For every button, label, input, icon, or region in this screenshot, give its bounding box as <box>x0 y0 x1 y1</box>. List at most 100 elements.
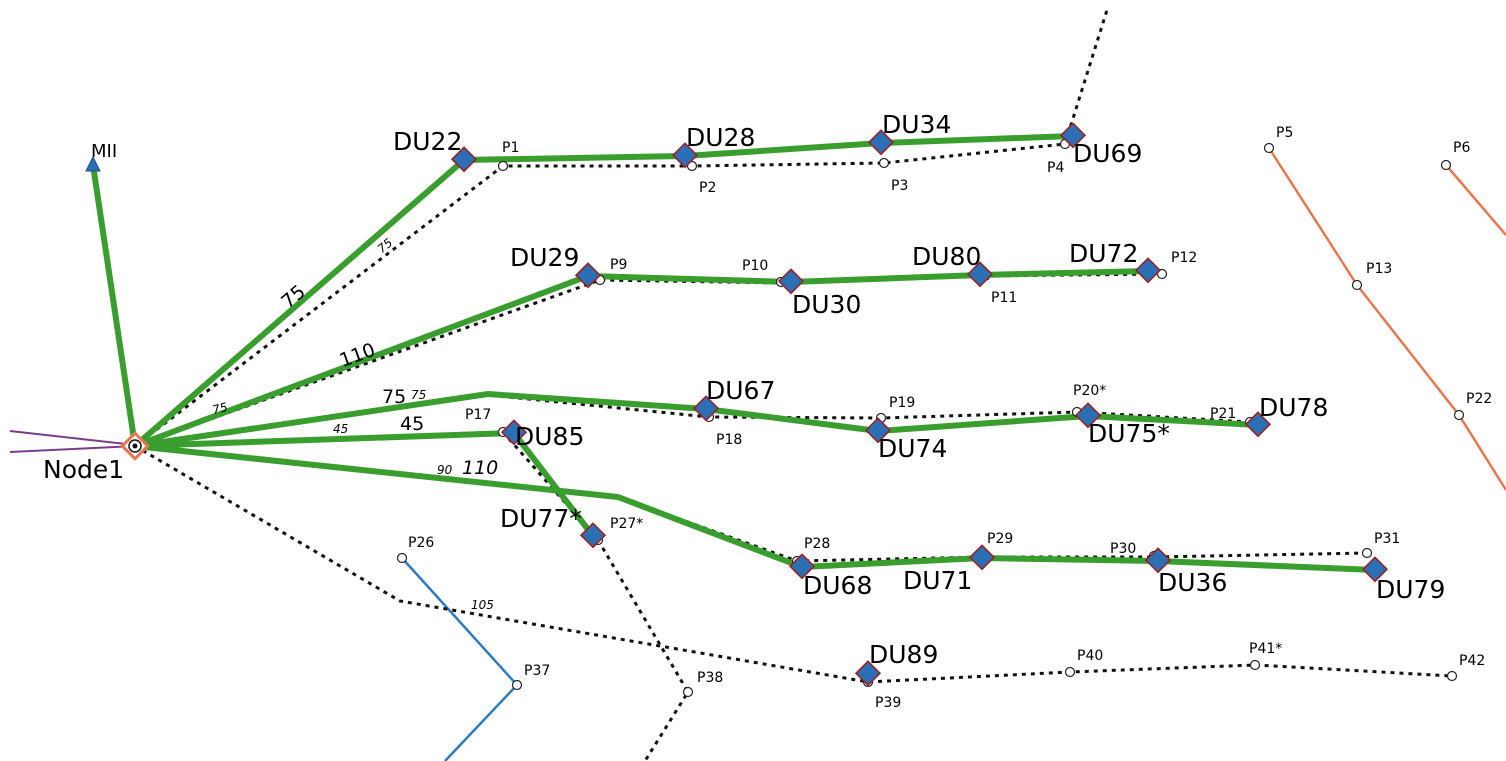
point-marker[interactable] <box>1156 268 1168 280</box>
point-label: P40 <box>1077 648 1103 664</box>
du-label: DU30 <box>792 290 861 319</box>
du-label: DU77* <box>500 504 582 533</box>
point-marker[interactable] <box>1351 279 1363 291</box>
du-marker[interactable] <box>1361 556 1389 583</box>
point-marker[interactable] <box>1446 670 1458 682</box>
point-label: P39 <box>875 695 901 711</box>
length-label: 75 <box>277 281 310 313</box>
du-label: DU71 <box>903 566 972 595</box>
point-label: P17 <box>465 407 491 423</box>
point-label: P26 <box>408 535 434 551</box>
point-label: P13 <box>1366 261 1392 277</box>
length-label: 110 <box>462 457 498 479</box>
du-marker[interactable] <box>1059 122 1087 149</box>
du-marker[interactable] <box>500 419 528 446</box>
point-label: P1 <box>502 140 519 156</box>
point-marker[interactable] <box>1453 409 1465 421</box>
du-marker[interactable] <box>692 395 720 422</box>
du-label: DU34 <box>882 110 951 139</box>
point-labels: P1 P2 P3 P4 P5 P6 P9 P10 P11 P12 P13 P17… <box>408 125 1492 711</box>
point-marker[interactable] <box>1263 142 1275 154</box>
length-label: 105 <box>471 598 494 612</box>
length-label: 110 <box>337 339 379 372</box>
du-label: DU28 <box>686 123 755 152</box>
point-marker[interactable] <box>878 157 890 169</box>
point-label: P12 <box>1171 250 1197 266</box>
point-label: P37 <box>524 663 550 679</box>
point-label: P30 <box>1110 541 1136 557</box>
du-label: DU29 <box>510 243 579 272</box>
feeder-label: MII <box>91 141 117 162</box>
length-label: 75 <box>382 386 406 408</box>
point-marker[interactable] <box>682 686 694 698</box>
du-label: DU68 <box>803 571 872 600</box>
point-marker[interactable] <box>1249 659 1261 671</box>
point-label: P2 <box>699 180 716 196</box>
point-label: P9 <box>610 257 627 273</box>
du-marker[interactable] <box>1134 257 1162 284</box>
point-label: P3 <box>891 178 908 194</box>
cable-length-labels: 75 75 110 75 75 75 45 45 110 90 105 <box>211 235 498 612</box>
du-marker[interactable] <box>788 553 816 580</box>
du-marker[interactable] <box>867 129 895 156</box>
du-labels: DU22 DU28 DU34 DU69 DU29 DU30 DU80 DU72 … <box>393 110 1445 669</box>
point-marker[interactable] <box>1361 547 1373 559</box>
du-markers <box>450 122 1389 687</box>
point-label: P19 <box>889 395 915 411</box>
du-label: DU75* <box>1088 419 1170 448</box>
point-marker[interactable] <box>396 552 408 564</box>
du-marker[interactable] <box>574 262 602 289</box>
du-label: DU72 <box>1069 239 1138 268</box>
du-label: DU67 <box>706 376 775 405</box>
du-marker[interactable] <box>864 417 892 444</box>
du-label: DU69 <box>1073 139 1142 168</box>
point-marker[interactable] <box>511 679 523 691</box>
du-marker[interactable] <box>579 522 607 549</box>
point-label: P22 <box>1466 391 1492 407</box>
length-label: 75 <box>411 388 426 402</box>
point-label: P29 <box>987 531 1013 547</box>
node1-marker[interactable] <box>120 431 150 461</box>
length-label: 90 <box>437 463 453 477</box>
length-label: 75 <box>211 400 229 417</box>
point-label: P27* <box>610 516 643 532</box>
du-label: DU79 <box>1376 575 1445 604</box>
point-label: P5 <box>1276 125 1293 141</box>
point-label: P20* <box>1073 383 1106 399</box>
point-marker[interactable] <box>1440 159 1452 171</box>
triangle-marker-icon[interactable] <box>85 155 101 172</box>
du-marker[interactable] <box>1144 547 1172 574</box>
du-marker[interactable] <box>777 268 805 295</box>
du-label: DU80 <box>912 242 981 271</box>
point-label: P18 <box>716 432 742 448</box>
point-marker[interactable] <box>1064 666 1076 678</box>
point-label: P38 <box>697 670 723 686</box>
point-label: P6 <box>1453 140 1470 156</box>
node-label: Node1 <box>43 455 124 484</box>
purple-lines <box>9 430 136 453</box>
point-marker[interactable] <box>686 160 698 172</box>
point-label: P11 <box>991 290 1017 306</box>
du-marker[interactable] <box>1244 411 1272 438</box>
point-marker[interactable] <box>497 160 509 172</box>
du-label: DU36 <box>1158 568 1227 597</box>
du-label: DU89 <box>869 640 938 669</box>
du-marker[interactable] <box>671 142 699 169</box>
orange-lines <box>1267 147 1506 491</box>
du-marker[interactable] <box>450 146 478 173</box>
du-marker[interactable] <box>966 261 994 288</box>
du-label: DU74 <box>878 434 947 463</box>
du-marker[interactable] <box>968 544 996 571</box>
point-label: P10 <box>742 258 768 274</box>
du-marker[interactable] <box>1074 402 1102 429</box>
blue-line <box>401 557 519 761</box>
point-label: P31 <box>1374 531 1400 547</box>
point-label: P42 <box>1459 653 1485 669</box>
du-label: DU22 <box>393 127 462 156</box>
point-label: P21 <box>1210 406 1236 422</box>
point-label: P41* <box>1249 641 1282 657</box>
du-label: DU85 <box>515 422 584 451</box>
point-label: P4 <box>1047 160 1064 176</box>
du-marker[interactable] <box>854 660 882 687</box>
